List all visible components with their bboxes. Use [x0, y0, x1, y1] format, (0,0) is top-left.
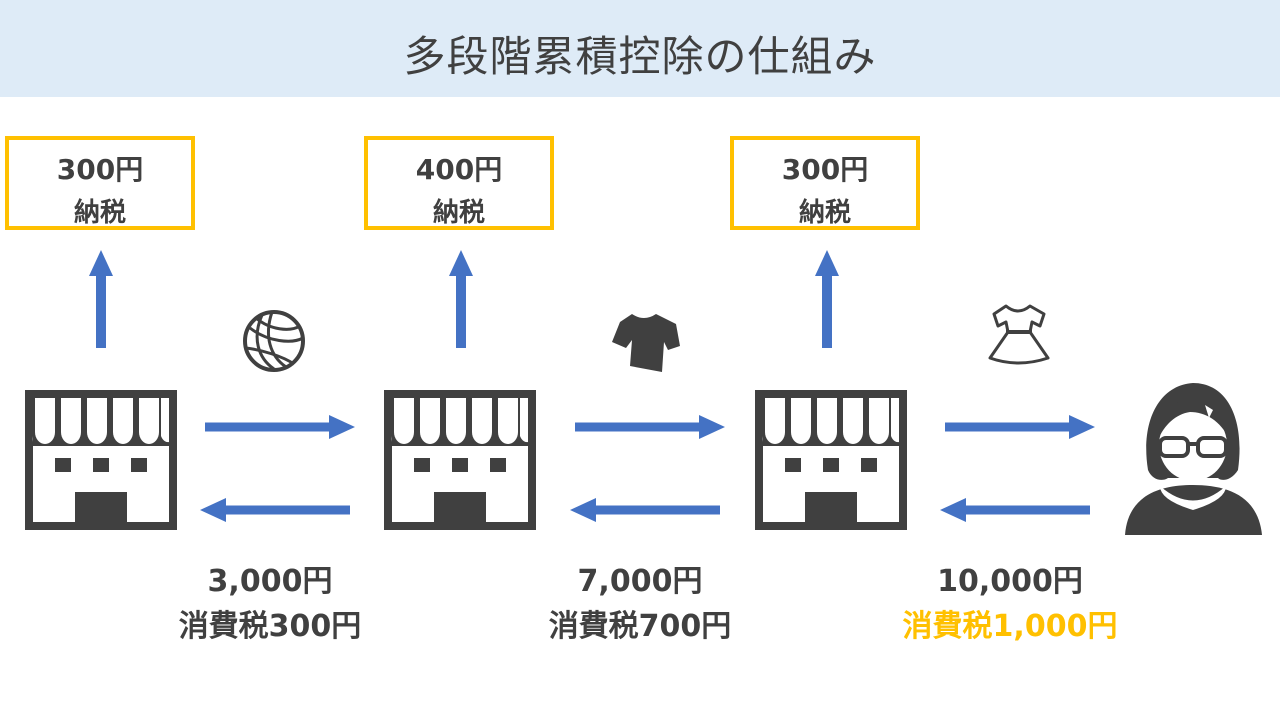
store-icon: [384, 390, 536, 530]
transaction-tax-1: 消費税300円: [178, 609, 362, 644]
arrow-right-icon: [575, 415, 725, 439]
page-title: 多段階累積控除の仕組み: [403, 32, 877, 81]
tax-box-label: 納税: [798, 198, 851, 228]
arrow-right-icon: [205, 415, 355, 439]
arrow-left-icon: [940, 498, 1090, 522]
volleyball-icon: [243, 310, 305, 372]
tax-box-label: 納税: [432, 198, 485, 228]
tax-box-2: 400円 納税: [364, 136, 554, 230]
transaction-price-1: 3,000円: [207, 564, 333, 599]
tax-box-amount: 300円: [781, 153, 869, 186]
arrow-up-icon: [449, 250, 473, 348]
arrow-right-icon: [945, 415, 1095, 439]
header-banner: [0, 0, 1280, 97]
arrow-left-icon: [570, 498, 720, 522]
tax-box-amount: 400円: [415, 153, 503, 186]
arrow-up-icon: [89, 250, 113, 348]
tax-box-3: 300円 納税: [730, 136, 920, 230]
store-icon: [755, 390, 907, 530]
tshirt-icon: [612, 313, 680, 372]
transaction-tax-2: 消費税700円: [548, 609, 732, 644]
transaction-price-2: 7,000円: [577, 564, 703, 599]
transaction-price-3: 10,000円: [937, 564, 1083, 599]
arrow-up-icon: [815, 250, 839, 348]
tax-box-1: 300円 納税: [5, 136, 195, 230]
dress-icon: [988, 304, 1050, 365]
transaction-tax-3: 消費税1,000円: [902, 609, 1118, 644]
arrow-left-icon: [200, 498, 350, 522]
person-icon: [1125, 383, 1262, 535]
tax-box-amount: 300円: [56, 153, 144, 186]
tax-box-label: 納税: [73, 198, 126, 228]
store-icon: [25, 390, 177, 530]
